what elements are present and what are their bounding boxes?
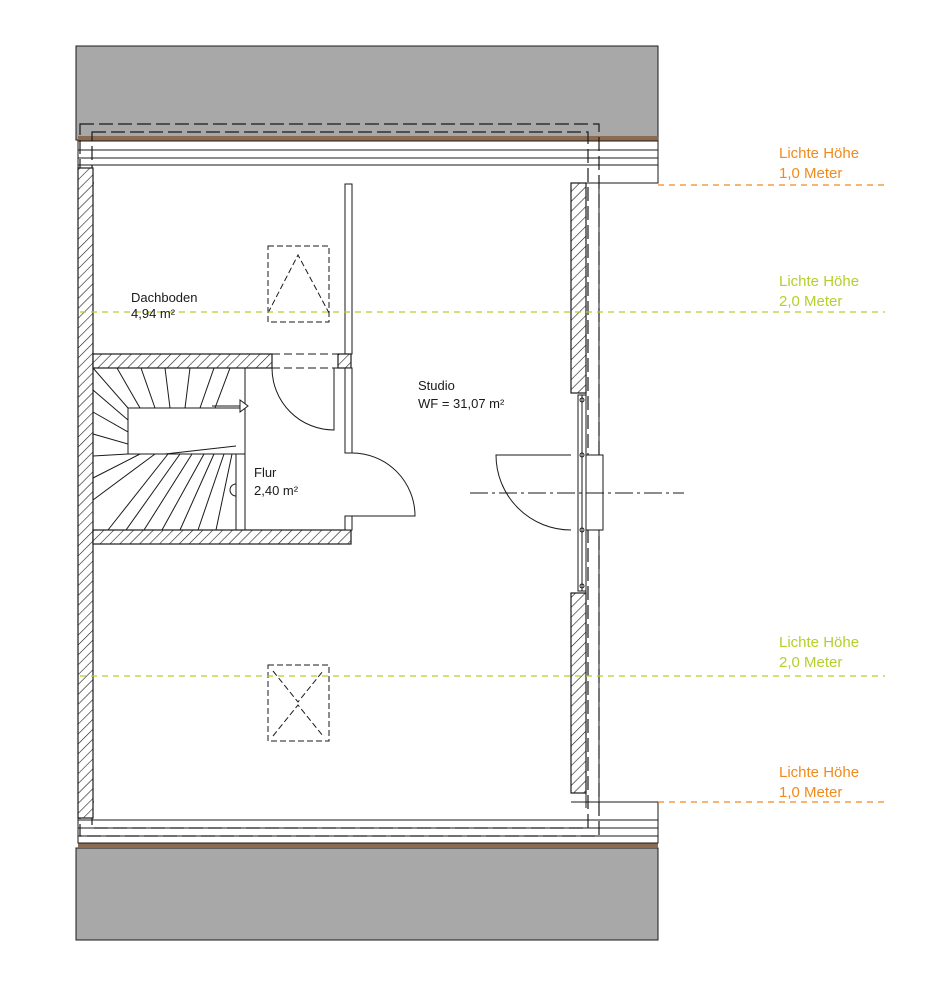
staircase [92, 367, 249, 531]
roof-bottom [75, 847, 659, 941]
height-marker-2-value: 2,0 Meter [779, 293, 842, 310]
stair-wall-bottom [92, 529, 352, 545]
door-swing-dachboden [271, 367, 335, 431]
flur-name: Flur [254, 465, 277, 480]
studio-name: Studio [418, 378, 455, 393]
timber-strip-bottom [78, 843, 658, 848]
skylight-bottom [267, 664, 330, 742]
interior-floor [94, 168, 571, 816]
flur-wall-right-lower [344, 515, 353, 531]
dachboden-name: Dachboden [131, 290, 198, 305]
studio-area: WF = 31,07 m² [418, 396, 505, 411]
roof-top [75, 45, 659, 141]
right-wall-upper [570, 182, 587, 394]
height-marker-1-value: 1,0 Meter [779, 165, 842, 182]
skylight-top [267, 245, 330, 323]
height-marker-3-value: 2,0 Meter [779, 654, 842, 671]
timber-strip-top [78, 136, 658, 141]
stair-wall-top-right [337, 353, 352, 369]
flur-area: 2,40 m² [254, 483, 299, 498]
dachboden-area: 4,94 m² [131, 306, 176, 321]
partition-dachboden [344, 183, 353, 355]
height-marker-4-value: 1,0 Meter [779, 784, 842, 801]
left-wall [77, 167, 94, 819]
door-swing-flur [351, 452, 416, 517]
height-marker-3-title: Lichte Höhe [779, 634, 859, 651]
right-wall-lower [570, 592, 587, 794]
stair-wall-top [92, 353, 273, 369]
height-marker-1-title: Lichte Höhe [779, 145, 859, 162]
height-marker-2-title: Lichte Höhe [779, 273, 859, 290]
height-marker-4-title: Lichte Höhe [779, 764, 859, 781]
flur-wall-right [344, 367, 353, 454]
